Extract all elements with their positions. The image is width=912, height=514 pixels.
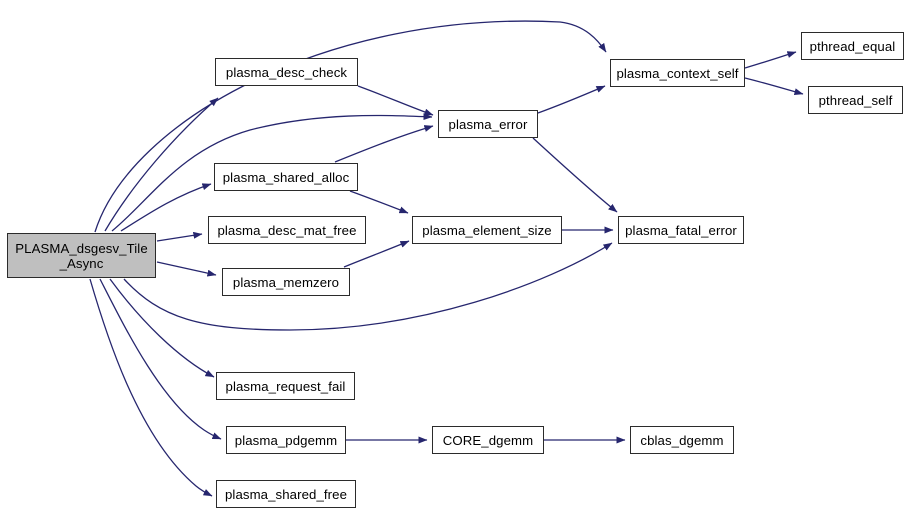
edge-root-to-pdgemm [99,278,222,440]
node-context_self[interactable]: plasma_context_self [610,59,745,87]
edge-error-to-context_self [537,85,606,114]
edge-root-to-request_fail [109,278,215,378]
edge-shared_alloc-to-error [334,125,434,163]
edge-context_self-to-pthread_equal [744,51,797,69]
edge-root-to-desc_mat_free [156,231,203,242]
node-desc_check[interactable]: plasma_desc_check [215,58,358,86]
node-memzero[interactable]: plasma_memzero [222,268,350,296]
node-desc_mat_free[interactable]: plasma_desc_mat_free [208,216,366,244]
edge-root-to-memzero [156,261,217,277]
node-error[interactable]: plasma_error [438,110,538,138]
node-element_size[interactable]: plasma_element_size [412,216,562,244]
node-shared_free[interactable]: plasma_shared_free [216,480,356,508]
node-request_fail[interactable]: plasma_request_fail [216,372,355,400]
node-core_dgemm[interactable]: CORE_dgemm [432,426,544,454]
edge-desc_check-to-error [357,85,434,116]
node-fatal_error[interactable]: plasma_fatal_error [618,216,744,244]
node-pdgemm[interactable]: plasma_pdgemm [226,426,346,454]
edge-root-to-desc_check [104,97,219,232]
edge-memzero-to-element_size [343,240,410,268]
edge-shared_alloc-to-element_size [349,190,409,214]
edge-root-to-shared_alloc [120,183,212,232]
node-pthread_self[interactable]: pthread_self [808,86,903,114]
node-shared_alloc[interactable]: plasma_shared_alloc [214,163,358,191]
edge-context_self-to-pthread_self [744,77,804,96]
edge-error-to-fatal_error [532,137,618,213]
node-pthread_equal[interactable]: pthread_equal [801,32,904,60]
node-root[interactable]: PLASMA_dsgesv_Tile _Async [7,233,156,278]
node-cblas_dgemm[interactable]: cblas_dgemm [630,426,734,454]
edge-group [89,20,804,497]
edge-root-to-shared_free [89,278,213,497]
edge-root-to-fatal_error [123,242,613,331]
